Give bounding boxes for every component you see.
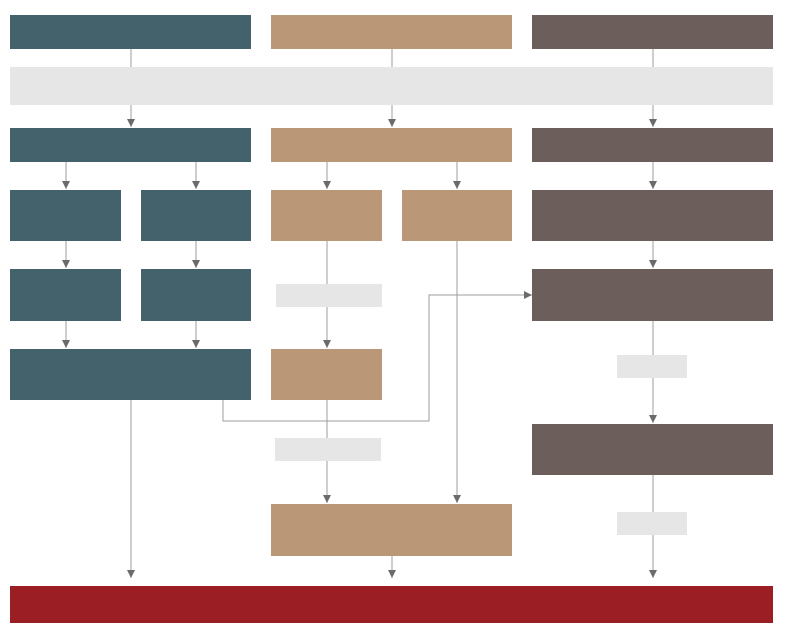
column1-merge xyxy=(10,349,251,400)
column2-label-1 xyxy=(276,284,382,307)
column3-stage xyxy=(532,128,773,162)
column3-step2 xyxy=(532,269,773,321)
column3-step3 xyxy=(532,424,773,475)
shared-band xyxy=(10,67,773,105)
column1-branch-a-step2 xyxy=(10,269,121,321)
column2-branch-a-step2 xyxy=(271,349,382,400)
column3-header xyxy=(532,15,773,49)
column3-step1 xyxy=(532,190,773,241)
column1-branch-b-step1 xyxy=(141,190,251,241)
column3-label-2 xyxy=(617,512,687,535)
final-output-bar xyxy=(10,586,773,623)
column2-branch-b-step1 xyxy=(402,190,512,241)
column2-label-2 xyxy=(275,438,381,461)
column2-header xyxy=(271,15,512,49)
column2-merge xyxy=(271,504,512,556)
column2-stage xyxy=(271,128,512,162)
column1-branch-a-step1 xyxy=(10,190,121,241)
edge-col1-merge-col3-step2 xyxy=(222,291,532,422)
column2-branch-a-step1 xyxy=(271,190,382,241)
column1-header xyxy=(10,15,251,49)
column1-branch-b-step2 xyxy=(141,269,251,321)
column3-label-1 xyxy=(617,355,687,378)
column1-stage xyxy=(10,128,251,162)
